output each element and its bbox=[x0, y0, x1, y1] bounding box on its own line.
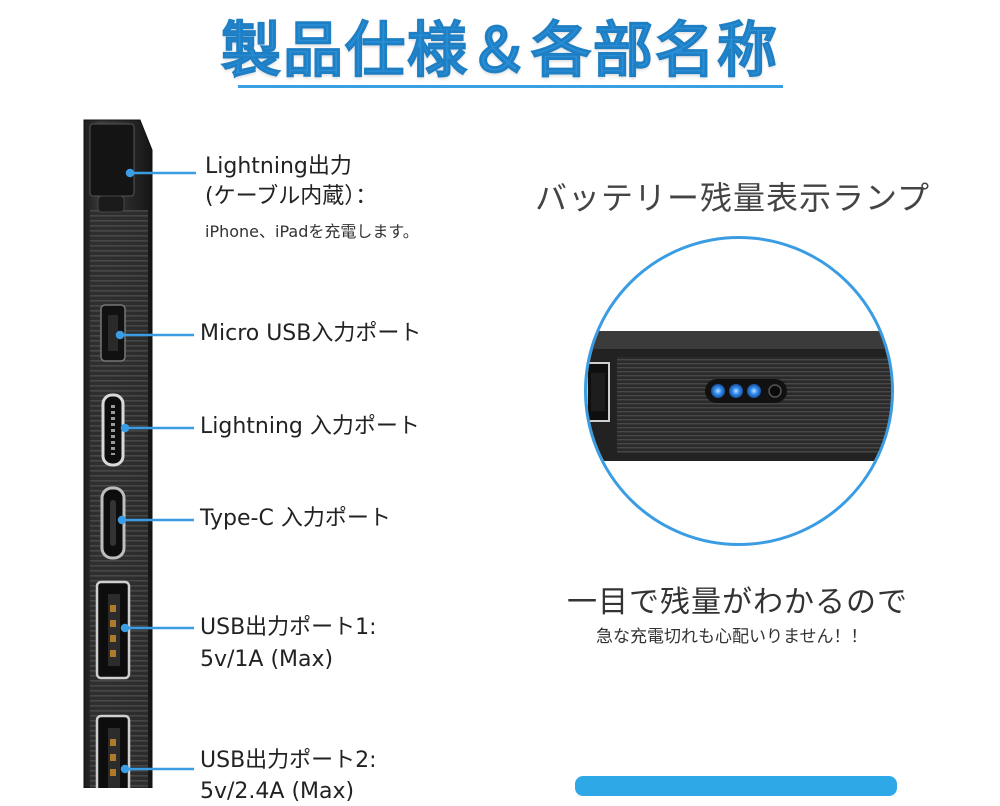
type-c-input-label: Type-C 入力ポート bbox=[200, 506, 391, 531]
battery-tagline: 一目で残量がわかるので bbox=[567, 585, 908, 620]
title-underline bbox=[238, 85, 783, 88]
lightning-output-sublabel: (ケーブル内蔵）： bbox=[205, 184, 378, 209]
usb-a-port-icon bbox=[95, 714, 131, 788]
usb-a-port-icon bbox=[95, 580, 131, 680]
lightning-port-icon bbox=[101, 393, 125, 467]
lightning-output-label: Lightning出力 bbox=[205, 154, 352, 179]
page-title: 製品仕様＆各部名称 bbox=[221, 16, 779, 87]
usb-output-2-spec: 5v/2.4A (Max) bbox=[200, 779, 355, 804]
power-bank-side-illustration bbox=[83, 119, 196, 788]
battery-lamp-zoom bbox=[584, 236, 894, 546]
micro-usb-port-icon bbox=[100, 304, 126, 362]
usb-output-1-label: USB出力ポート1: bbox=[200, 615, 377, 640]
battery-subline: 急な充電切れも心配いりません！！ bbox=[596, 627, 868, 647]
lightning-output-note: iPhone、iPadを充電します。 bbox=[205, 222, 419, 241]
lightning-connector-icon bbox=[89, 123, 135, 213]
leader-lines bbox=[115, 168, 196, 774]
usb-output-1-spec: 5v/1A (Max) bbox=[200, 647, 334, 672]
battery-led-indicators bbox=[705, 379, 787, 403]
micro-usb-input-label: Micro USB入力ポート bbox=[200, 321, 422, 346]
usb-output-2-label: USB出力ポート2: bbox=[200, 748, 377, 773]
lightning-input-label: Lightning 入力ポート bbox=[200, 414, 420, 439]
battery-lamp-closeup bbox=[587, 331, 891, 461]
battery-lamp-title: バッテリー残量表示ランプ bbox=[535, 179, 931, 217]
bottom-banner bbox=[575, 776, 897, 796]
